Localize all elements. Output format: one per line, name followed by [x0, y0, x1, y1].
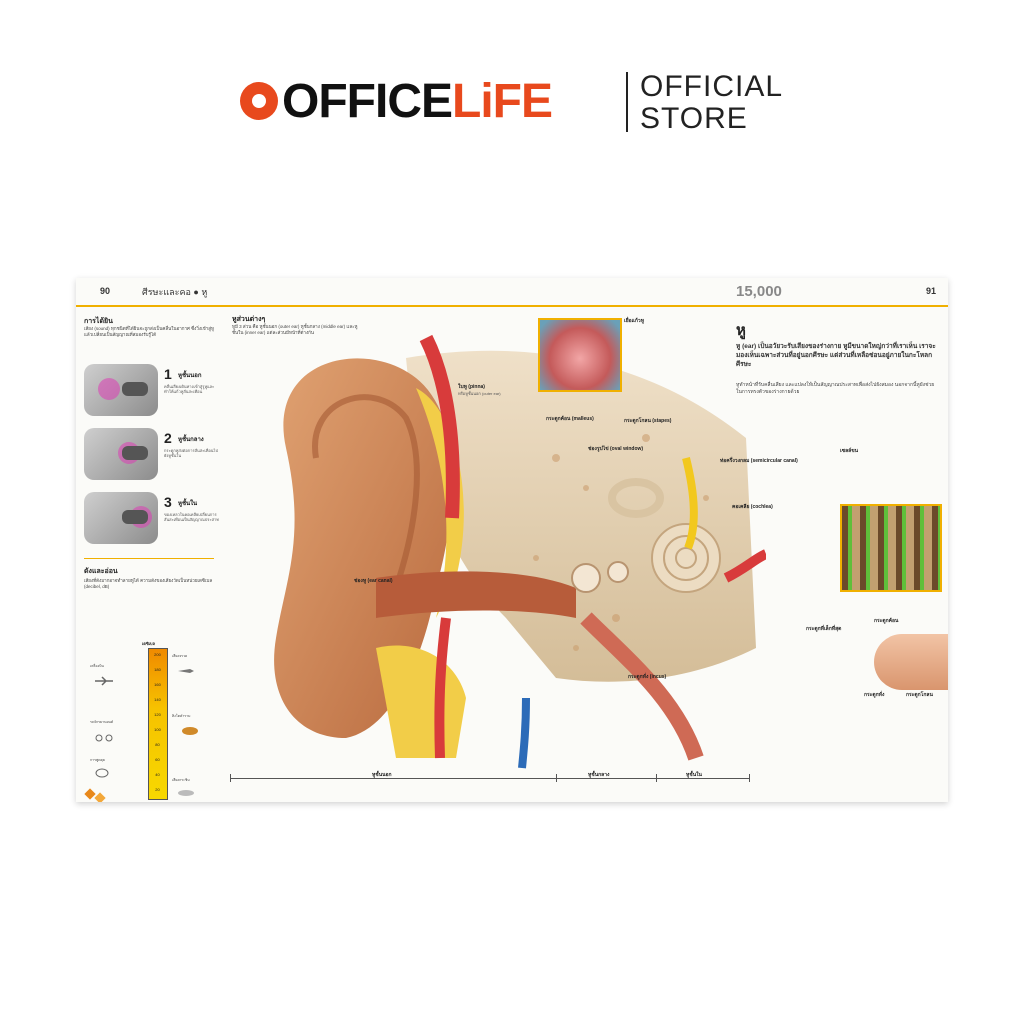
db-tick: 200 [154, 652, 161, 657]
label-smallest-bones: กระดูกที่เล็กที่สุด [806, 626, 842, 632]
inner-ear-diagram [84, 492, 158, 544]
hearing-title: การได้ยิน [84, 318, 113, 325]
step-label: หูชั้นใน [178, 501, 198, 507]
axis-outer-ear: หูชั้นนอก [372, 772, 392, 778]
label-incus: กระดูกทั่ง (incus) [628, 674, 667, 680]
whisper-cloud-icon [178, 790, 194, 796]
book-spread: 90 ศีรษะและคอ ● หู 15,000 91 การได้ยิน เ… [76, 278, 948, 802]
step-desc: ของเหลวในคอเคลียเปลี่ยนการสั่นสะเทือนเป็… [164, 512, 219, 522]
label-ear-canal: ช่องหู (ear canal) [354, 578, 393, 584]
axis-inner-ear: หูชั้นใน [686, 772, 702, 778]
axis-tick [230, 774, 231, 782]
ear-heading: หู [736, 322, 746, 339]
db-example: สิงโตคำราม [172, 714, 191, 718]
step-desc: กระดูกหูส่งต่อการสั่นสะเทือนไปยังหูชั้นใ… [164, 448, 219, 458]
db-tick: 100 [154, 727, 161, 732]
motorcycle-icon [95, 734, 113, 742]
step-desc: คลื่นเสียงเดินทางเข้าสู่รูหูและทำให้แก้ว… [164, 384, 215, 394]
page-header: 90 ศีรษะและคอ ● หู 15,000 91 [76, 278, 948, 306]
db-example: เสียงจรวด [172, 654, 188, 658]
db-example: เครื่องบิน [90, 664, 104, 668]
label-pinna: ใบหู (pinna) [458, 384, 485, 390]
step-number: 1 [164, 366, 172, 382]
logo-wordmark: OFFICELiFE [282, 74, 553, 129]
db-example: การพูดคุย [90, 758, 105, 762]
airplane-icon [95, 676, 113, 686]
db-tick: 180 [154, 667, 161, 672]
hair-cells-photo [840, 504, 942, 592]
axis-tick [556, 774, 557, 782]
ear-anatomy-illustration: หูส่วนต่างๆ หูมี 3 ส่วน คือ หูชั้นนอก (o… [226, 308, 948, 802]
label-small-malleus: กระดูกค้อน [874, 618, 899, 624]
left-column: การได้ยิน เสียง (sound) ทุกชนิดที่ได้ยิน… [76, 308, 224, 802]
axis-tick [749, 774, 750, 782]
label-small-stapes: กระดูกโกลน [906, 692, 933, 698]
db-tick: 80 [155, 742, 160, 747]
right-page-number: 91 [925, 286, 936, 296]
step-label: หูชั้นนอก [178, 373, 202, 379]
section-divider [84, 558, 214, 559]
axis-tick [656, 774, 657, 782]
chapter-title: ศีรษะและคอ ● หู [142, 287, 208, 297]
label-cochlea: คอเคลีย (cochlea) [732, 504, 773, 510]
lion-icon [182, 727, 198, 735]
rocket-icon [178, 669, 194, 673]
ear-section-axis [230, 778, 750, 779]
leaf-decoration-icon [94, 792, 106, 802]
step-label: หูชั้นกลาง [178, 437, 204, 443]
label-small-incus: กระดูกทั่ง [864, 692, 885, 698]
loudness-text: เสียงที่ดังมากอาจทำลายหูได้ ความดังของเส… [84, 578, 213, 589]
axis-middle-ear: หูชั้นกลาง [588, 772, 610, 778]
brand-divider [626, 72, 628, 132]
db-tick: 20 [155, 787, 160, 792]
fingertip-photo [874, 634, 948, 690]
label-stapes: กระดูกโกลน (stapes) [624, 418, 672, 424]
store-line-1: OFFICIAL [640, 70, 784, 103]
db-tick: 140 [154, 697, 161, 702]
ear-cross-section [274, 334, 766, 769]
fact-number: 15,000 [736, 283, 782, 300]
speech-bubble-icon [95, 768, 109, 778]
label-semicircular: ท่อครึ่งวงกลม (semicircular canal) [720, 458, 798, 464]
step-number: 3 [164, 494, 172, 510]
db-tick: 160 [154, 682, 161, 687]
step-number: 2 [164, 430, 172, 446]
ear-body: หูทำหน้าที่รับคลื่นเสียง และแปลงให้เป็นส… [736, 382, 935, 395]
eardrum-photo [538, 318, 622, 392]
ear-intro: หู (ear) เป็นอวัยวะรับเสียงของร่างกาย หู… [736, 343, 936, 368]
brand-header: OFFICELiFE OFFICIAL STORE [238, 70, 798, 136]
label-pinna-sub: หรือหูชั้นนอก (outer ear) [458, 391, 501, 396]
logo-o-icon [240, 82, 278, 120]
db-tick: 120 [154, 712, 161, 717]
label-oval-window: ช่องรูปไข่ (oval window) [588, 446, 644, 452]
loudness-title: ดังและอ่อน [84, 568, 118, 575]
outer-ear-diagram [84, 364, 158, 416]
hearing-text: เสียง (sound) ทุกชนิดที่ได้ยินจะถูกส่งเป… [84, 326, 214, 337]
decibel-scale [148, 648, 168, 800]
db-example: เสียงกระซิบ [172, 778, 190, 782]
db-scale-header: เดซิเบล [142, 641, 156, 646]
label-malleus: กระดูกค้อน (malleus) [546, 416, 594, 422]
logo-main: OFFICE [282, 75, 453, 128]
label-eardrum: เยื่อแก้วหู [624, 318, 644, 324]
store-line-2: STORE [640, 102, 748, 135]
logo-accent: LiFE [452, 75, 553, 128]
left-page-number: 90 [100, 286, 111, 296]
label-hair-cells: เซลล์ขน [840, 448, 859, 454]
middle-ear-diagram [84, 428, 158, 480]
db-tick: 60 [155, 757, 160, 762]
db-tick: 40 [155, 772, 160, 777]
header-rule [76, 305, 948, 307]
parts-title: หูส่วนต่างๆ [232, 316, 266, 323]
db-example: รถจักรยานยนต์ [90, 720, 114, 724]
parts-text: หูมี 3 ส่วน คือ หูชั้นนอก (outer ear) หู… [232, 324, 358, 335]
